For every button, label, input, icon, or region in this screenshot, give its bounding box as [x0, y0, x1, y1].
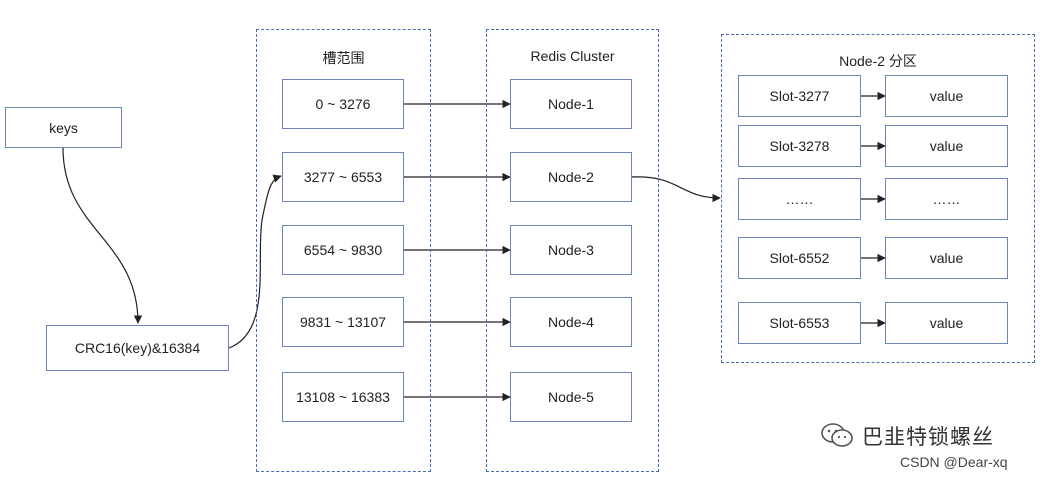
value-box: value	[885, 125, 1008, 167]
value-label: value	[929, 315, 964, 331]
value-label: value	[929, 138, 964, 154]
slot-box: Slot-3278	[738, 125, 861, 167]
slot-range-title: 槽范围	[322, 50, 365, 66]
hash-function-box: CRC16(key)&16384	[46, 325, 229, 371]
hash-to-range-arrow	[228, 174, 282, 349]
value-box: value	[885, 75, 1008, 117]
slot-range-group: 槽范围	[256, 29, 431, 472]
value-box: value	[885, 237, 1008, 279]
cluster-node-box: Node-5	[510, 372, 632, 422]
value-label: ……	[932, 191, 961, 207]
slot-range-box: 3277 ~ 6553	[282, 152, 404, 202]
keys-label: keys	[49, 119, 78, 136]
slot-label: Slot-6552	[769, 250, 830, 266]
slot-box: Slot-3277	[738, 75, 861, 117]
value-box: ……	[885, 178, 1008, 220]
slot-label: ……	[785, 191, 814, 207]
hash-label: CRC16(key)&16384	[74, 340, 201, 356]
slot-label: Slot-6553	[769, 315, 830, 331]
node2-to-partition-arrow	[631, 176, 721, 203]
node2-partition-title: Node-2 分区	[839, 53, 917, 69]
watermark-main: 巴韭特锁螺丝	[862, 426, 994, 449]
cluster-node-label: Node-2	[548, 169, 594, 185]
cluster-node-box: Node-2	[510, 152, 632, 202]
slot-range-box: 13108 ~ 16383	[282, 372, 404, 422]
slot-box: Slot-6552	[738, 237, 861, 279]
slot-box: Slot-6553	[738, 302, 861, 344]
slot-box: ……	[738, 178, 861, 220]
watermark-sub: CSDN @Dear-xq	[900, 454, 1008, 470]
cluster-node-box: Node-4	[510, 297, 632, 347]
cluster-node-label: Node-4	[548, 314, 594, 330]
wechat-icon	[821, 423, 853, 447]
keys-box: keys	[5, 107, 122, 148]
cluster-node-box: Node-3	[510, 225, 632, 275]
redis-cluster-title: Redis Cluster	[530, 48, 615, 64]
slot-range-box: 9831 ~ 13107	[282, 297, 404, 347]
slot-label: Slot-3278	[769, 138, 830, 154]
keys-to-hash-arrow	[62, 147, 143, 324]
slot-range-box: 6554 ~ 9830	[282, 225, 404, 275]
slot-range-label: 0 ~ 3276	[315, 96, 371, 112]
redis-cluster-group: Redis Cluster	[486, 29, 659, 472]
node2-partition-group: Node-2 分区	[721, 34, 1035, 363]
slot-range-label: 9831 ~ 13107	[299, 314, 387, 330]
cluster-node-label: Node-3	[548, 242, 594, 258]
cluster-node-box: Node-1	[510, 79, 632, 129]
slot-range-label: 3277 ~ 6553	[303, 169, 383, 185]
cluster-node-label: Node-1	[548, 96, 594, 112]
value-box: value	[885, 302, 1008, 344]
cluster-node-label: Node-5	[548, 389, 594, 405]
slot-range-label: 6554 ~ 9830	[303, 242, 383, 258]
value-label: value	[929, 250, 964, 266]
slot-range-label: 13108 ~ 16383	[296, 389, 390, 405]
slot-label: Slot-3277	[769, 88, 830, 104]
slot-range-box: 0 ~ 3276	[282, 79, 404, 129]
value-label: value	[929, 88, 964, 104]
